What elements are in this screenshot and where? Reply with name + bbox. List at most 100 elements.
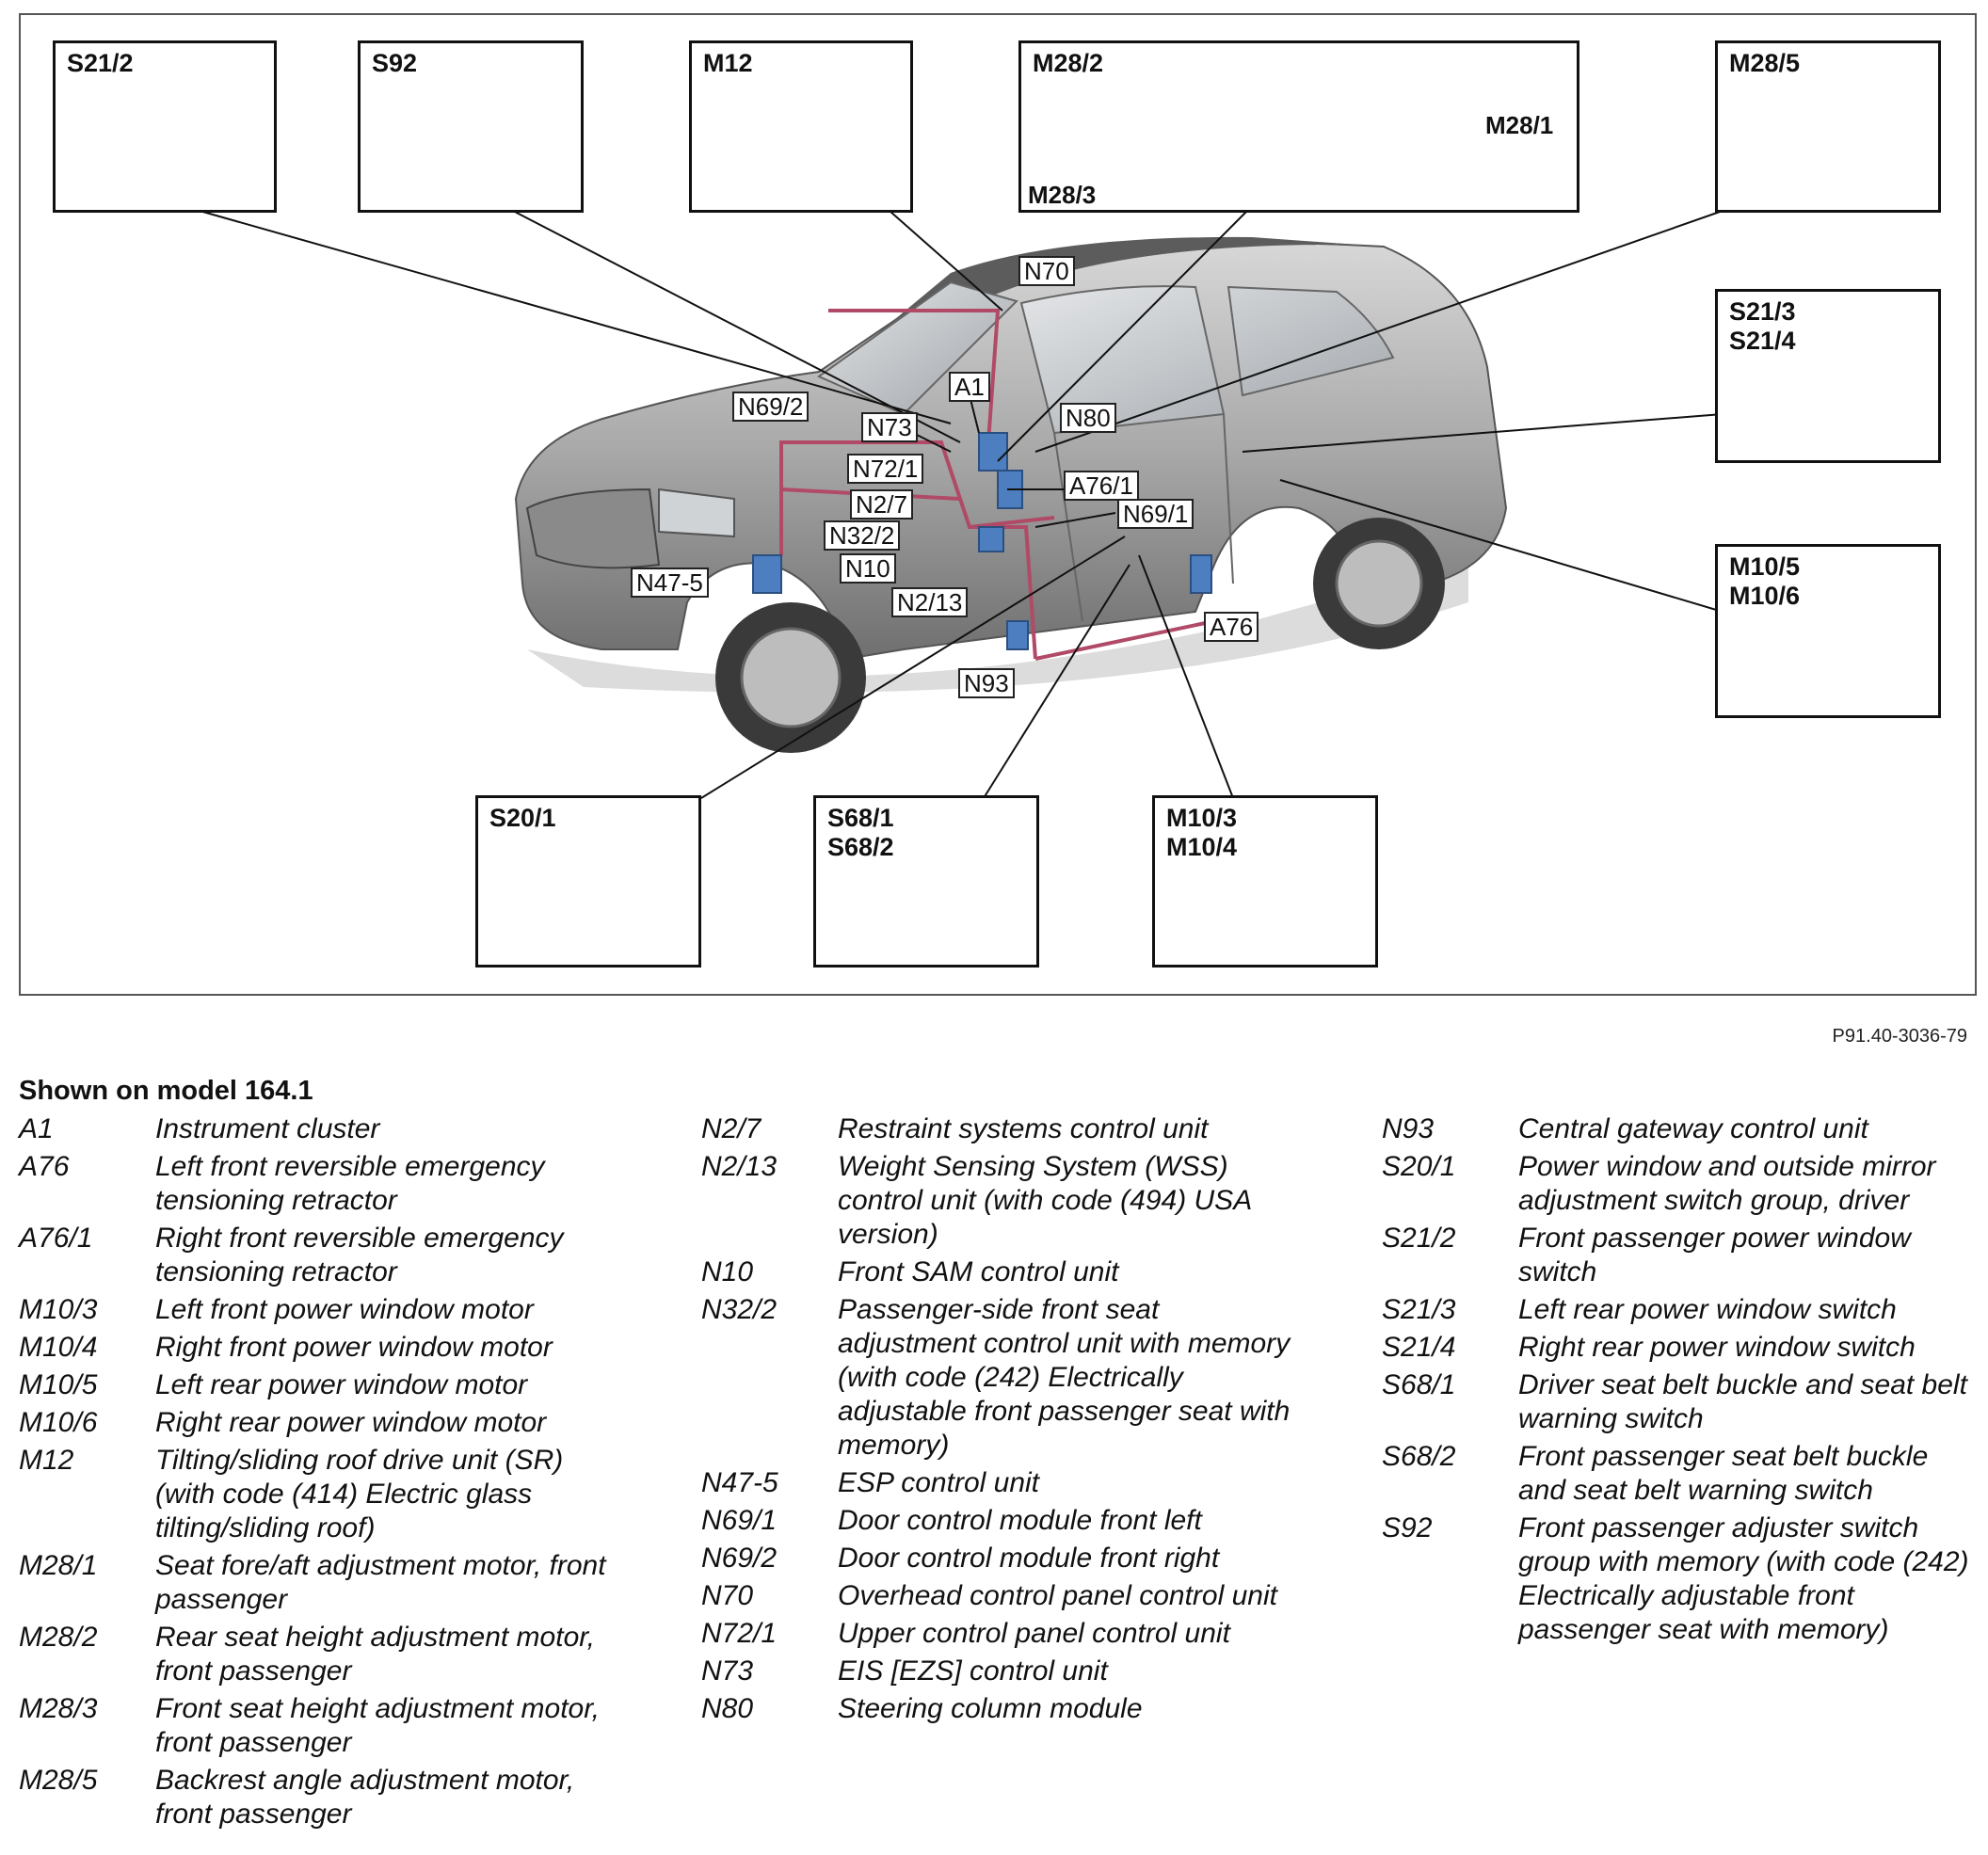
legend-row: S92 Front passenger adjuster switch group… <box>1382 1511 1975 1647</box>
door-seam <box>1223 413 1234 584</box>
leader-lines <box>199 210 1723 799</box>
legend-code: M28/1 <box>19 1550 98 1581</box>
legend-code: M10/6 <box>19 1407 98 1438</box>
m28-3-label: M28/3 <box>1028 181 1097 209</box>
tag-n2-13: N2/13 <box>891 587 969 617</box>
tag-n47-5: N47-5 <box>631 568 709 598</box>
legend-row: A76/1 Right front reversible emergency te… <box>19 1222 621 1289</box>
legend-row: M28/2 Rear seat height adjustment motor, … <box>19 1621 621 1688</box>
callout-label: S92 <box>372 49 418 77</box>
legend-description: Right rear power window motor <box>155 1407 547 1438</box>
legend-code: M28/2 <box>19 1622 98 1653</box>
legend-row: S68/2 Front passenger seat belt buckle an… <box>1382 1440 1975 1508</box>
legend-description: Seat fore/aft adjustment motor, front pa… <box>155 1550 606 1615</box>
legend-description: Door control module front left <box>838 1505 1202 1536</box>
legend-description: Power window and outside mirror adjustme… <box>1518 1151 1936 1216</box>
legend-code: S21/2 <box>1382 1223 1456 1254</box>
tag-n72-1: N72/1 <box>847 454 924 484</box>
legend-code: N73 <box>701 1655 754 1687</box>
legend-description: Right front reversible emergency tension… <box>155 1223 564 1287</box>
tag-n32-2: N32/2 <box>824 520 901 551</box>
legend-row: N2/7 Restraint systems control unit <box>701 1112 1304 1146</box>
legend-code: N72/1 <box>701 1618 778 1649</box>
legend-code: N80 <box>701 1693 754 1724</box>
callout-label: S68/1 S68/2 <box>827 804 894 861</box>
legend-description: Front SAM control unit <box>838 1256 1119 1287</box>
legend-code: M10/4 <box>19 1332 98 1363</box>
legend-description: Restraint systems control unit <box>838 1113 1209 1144</box>
legend-code: N93 <box>1382 1113 1435 1144</box>
callout-label: M12 <box>703 49 753 77</box>
callout-box-m10-3-4: M10/3 M10/4 <box>1152 795 1378 967</box>
rear-wheel-rim <box>1335 539 1423 628</box>
legend-row: M28/1 Seat fore/aft adjustment motor, fro… <box>19 1549 621 1617</box>
callout-box-m28-5: M28/5 <box>1715 40 1941 213</box>
callout-label: M10/3 M10/4 <box>1166 804 1238 861</box>
legend-code: S92 <box>1382 1512 1433 1543</box>
callout-box-s68: S68/1 S68/2 <box>813 795 1039 967</box>
car-side-windows <box>1019 285 1395 435</box>
callout-box-m12: M12 <box>689 40 913 213</box>
legend-row: N93 Central gateway control unit <box>1382 1112 1975 1146</box>
legend-row: A1 Instrument cluster <box>19 1112 621 1146</box>
legend-description: Front passenger adjuster switch group wi… <box>1518 1512 1969 1645</box>
legend-description: Backrest angle adjustment motor, front p… <box>155 1765 575 1830</box>
callout-label: S20/1 <box>489 804 556 832</box>
legend-description: Instrument cluster <box>155 1113 380 1144</box>
legend-code: M12 <box>19 1445 74 1476</box>
tag-n80: N80 <box>1060 403 1116 433</box>
callout-label: M10/5 M10/6 <box>1729 552 1801 610</box>
legend-description: Front passenger power window switch <box>1518 1223 1911 1287</box>
legend-code: M10/3 <box>19 1294 98 1325</box>
legend-code: N69/2 <box>701 1543 778 1574</box>
legend-row: N69/1 Door control module front left <box>701 1504 1304 1538</box>
callout-label: M28/2 <box>1033 49 1104 77</box>
legend-code: S21/3 <box>1382 1294 1456 1325</box>
legend-code: A76/1 <box>19 1223 93 1254</box>
callout-box-s21-3-4: S21/3 S21/4 <box>1715 289 1941 463</box>
tag-n2-7: N2/7 <box>850 489 913 520</box>
legend-description: Door control module front right <box>838 1543 1220 1574</box>
tag-n93: N93 <box>958 668 1015 698</box>
callout-label: M28/5 <box>1729 49 1801 77</box>
legend-code: N70 <box>701 1580 754 1611</box>
legend-row: N80 Steering column module <box>701 1692 1304 1726</box>
legend-code: M28/3 <box>19 1693 98 1724</box>
legend-code: S68/2 <box>1382 1441 1456 1472</box>
legend-description: EIS [EZS] control unit <box>838 1655 1108 1687</box>
tag-n73: N73 <box>861 412 918 442</box>
legend-title: Shown on model 164.1 <box>19 1076 313 1106</box>
car-headlight <box>658 488 735 538</box>
tag-n69-1: N69/1 <box>1117 499 1194 529</box>
callout-box-s21-2: S21/2 <box>53 40 277 213</box>
tag-n70: N70 <box>1018 256 1075 286</box>
legend-code: N69/1 <box>701 1505 778 1536</box>
legend-description: Central gateway control unit <box>1518 1113 1868 1144</box>
callout-box-m28: M28/2 <box>1018 40 1579 213</box>
legend-description: Front passenger seat belt buckle and sea… <box>1518 1441 1929 1506</box>
legend-code: S21/4 <box>1382 1332 1456 1363</box>
figure-code: P91.40-3036-79 <box>1832 1026 1967 1047</box>
legend-code: A1 <box>19 1113 54 1144</box>
legend-description: Steering column module <box>838 1693 1143 1724</box>
legend-code: M10/5 <box>19 1369 98 1400</box>
legend-description: Rear seat height adjustment motor, front… <box>155 1622 595 1687</box>
callout-label: S21/2 <box>67 49 134 77</box>
legend-code: N2/7 <box>701 1113 762 1144</box>
tag-n10: N10 <box>840 553 896 584</box>
legend-code: A76 <box>19 1151 70 1182</box>
legend-description: Right rear power window switch <box>1518 1332 1916 1363</box>
